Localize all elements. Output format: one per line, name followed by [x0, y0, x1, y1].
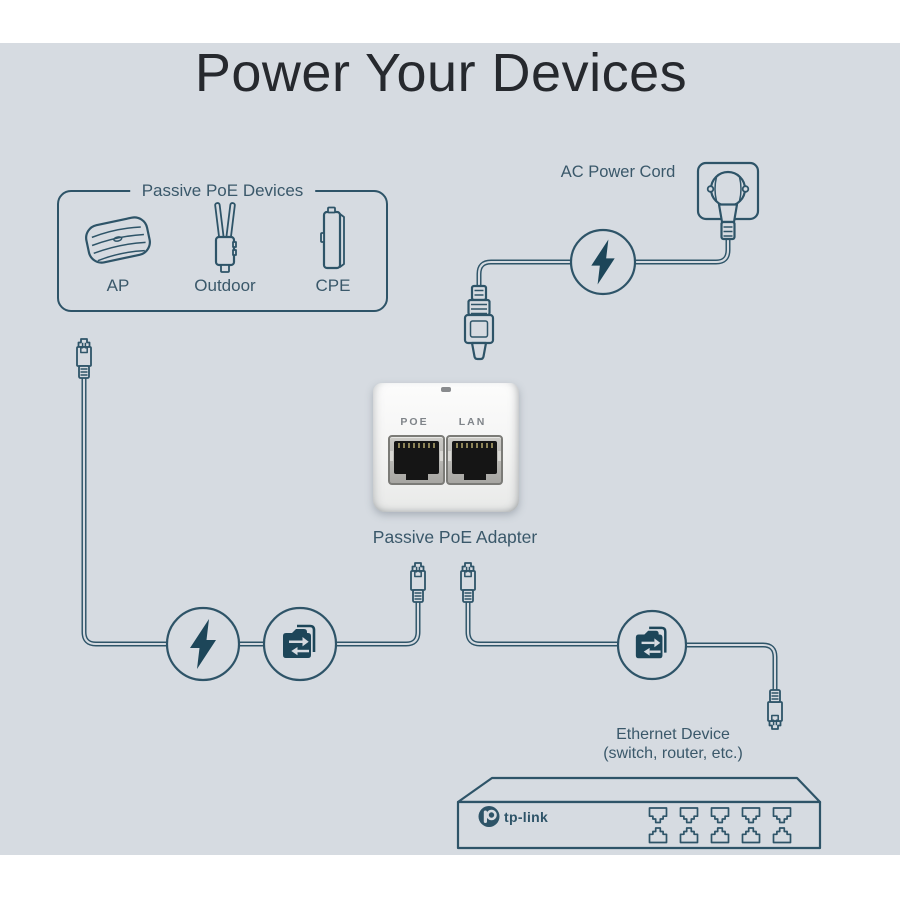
adapter-label: Passive PoE Adapter — [372, 527, 538, 547]
poe-devices-box-title: Passive PoE Devices — [129, 181, 316, 201]
poe-port — [388, 435, 445, 485]
lan-port-notch — [463, 472, 486, 480]
poe-devices-box: Passive PoE Devices — [57, 181, 388, 312]
ap-label: AP — [106, 276, 130, 295]
ethernet-device-label-subtext: (switch, router, etc.) — [603, 745, 743, 762]
lan-port — [446, 435, 503, 485]
poe-devices-artwork — [85, 202, 345, 273]
ethernet-device-label: Ethernet Device — [616, 726, 730, 743]
outdoor-label: Outdoor — [194, 276, 256, 295]
outdoor-device-icon — [214, 202, 237, 273]
poe-port-pins — [398, 443, 435, 448]
port-clip — [448, 451, 451, 461]
port-clip — [440, 451, 443, 461]
poe-port-notch — [405, 472, 428, 480]
ac-power-cord-label: AC Power Cord — [560, 163, 676, 181]
port-clip — [390, 451, 393, 461]
lan-port-pins — [456, 443, 493, 448]
adapter-power-inlet — [441, 387, 451, 392]
port-clip — [498, 451, 501, 461]
page-title: Power Your Devices — [194, 43, 688, 103]
poe-adapter-image: POE LAN — [373, 383, 519, 512]
cpe-device-icon — [320, 206, 345, 270]
lan-port-label: LAN — [458, 416, 487, 428]
cpe-label: CPE — [315, 276, 351, 295]
poe-port-label: POE — [400, 416, 429, 428]
ap-device-icon — [85, 216, 151, 264]
